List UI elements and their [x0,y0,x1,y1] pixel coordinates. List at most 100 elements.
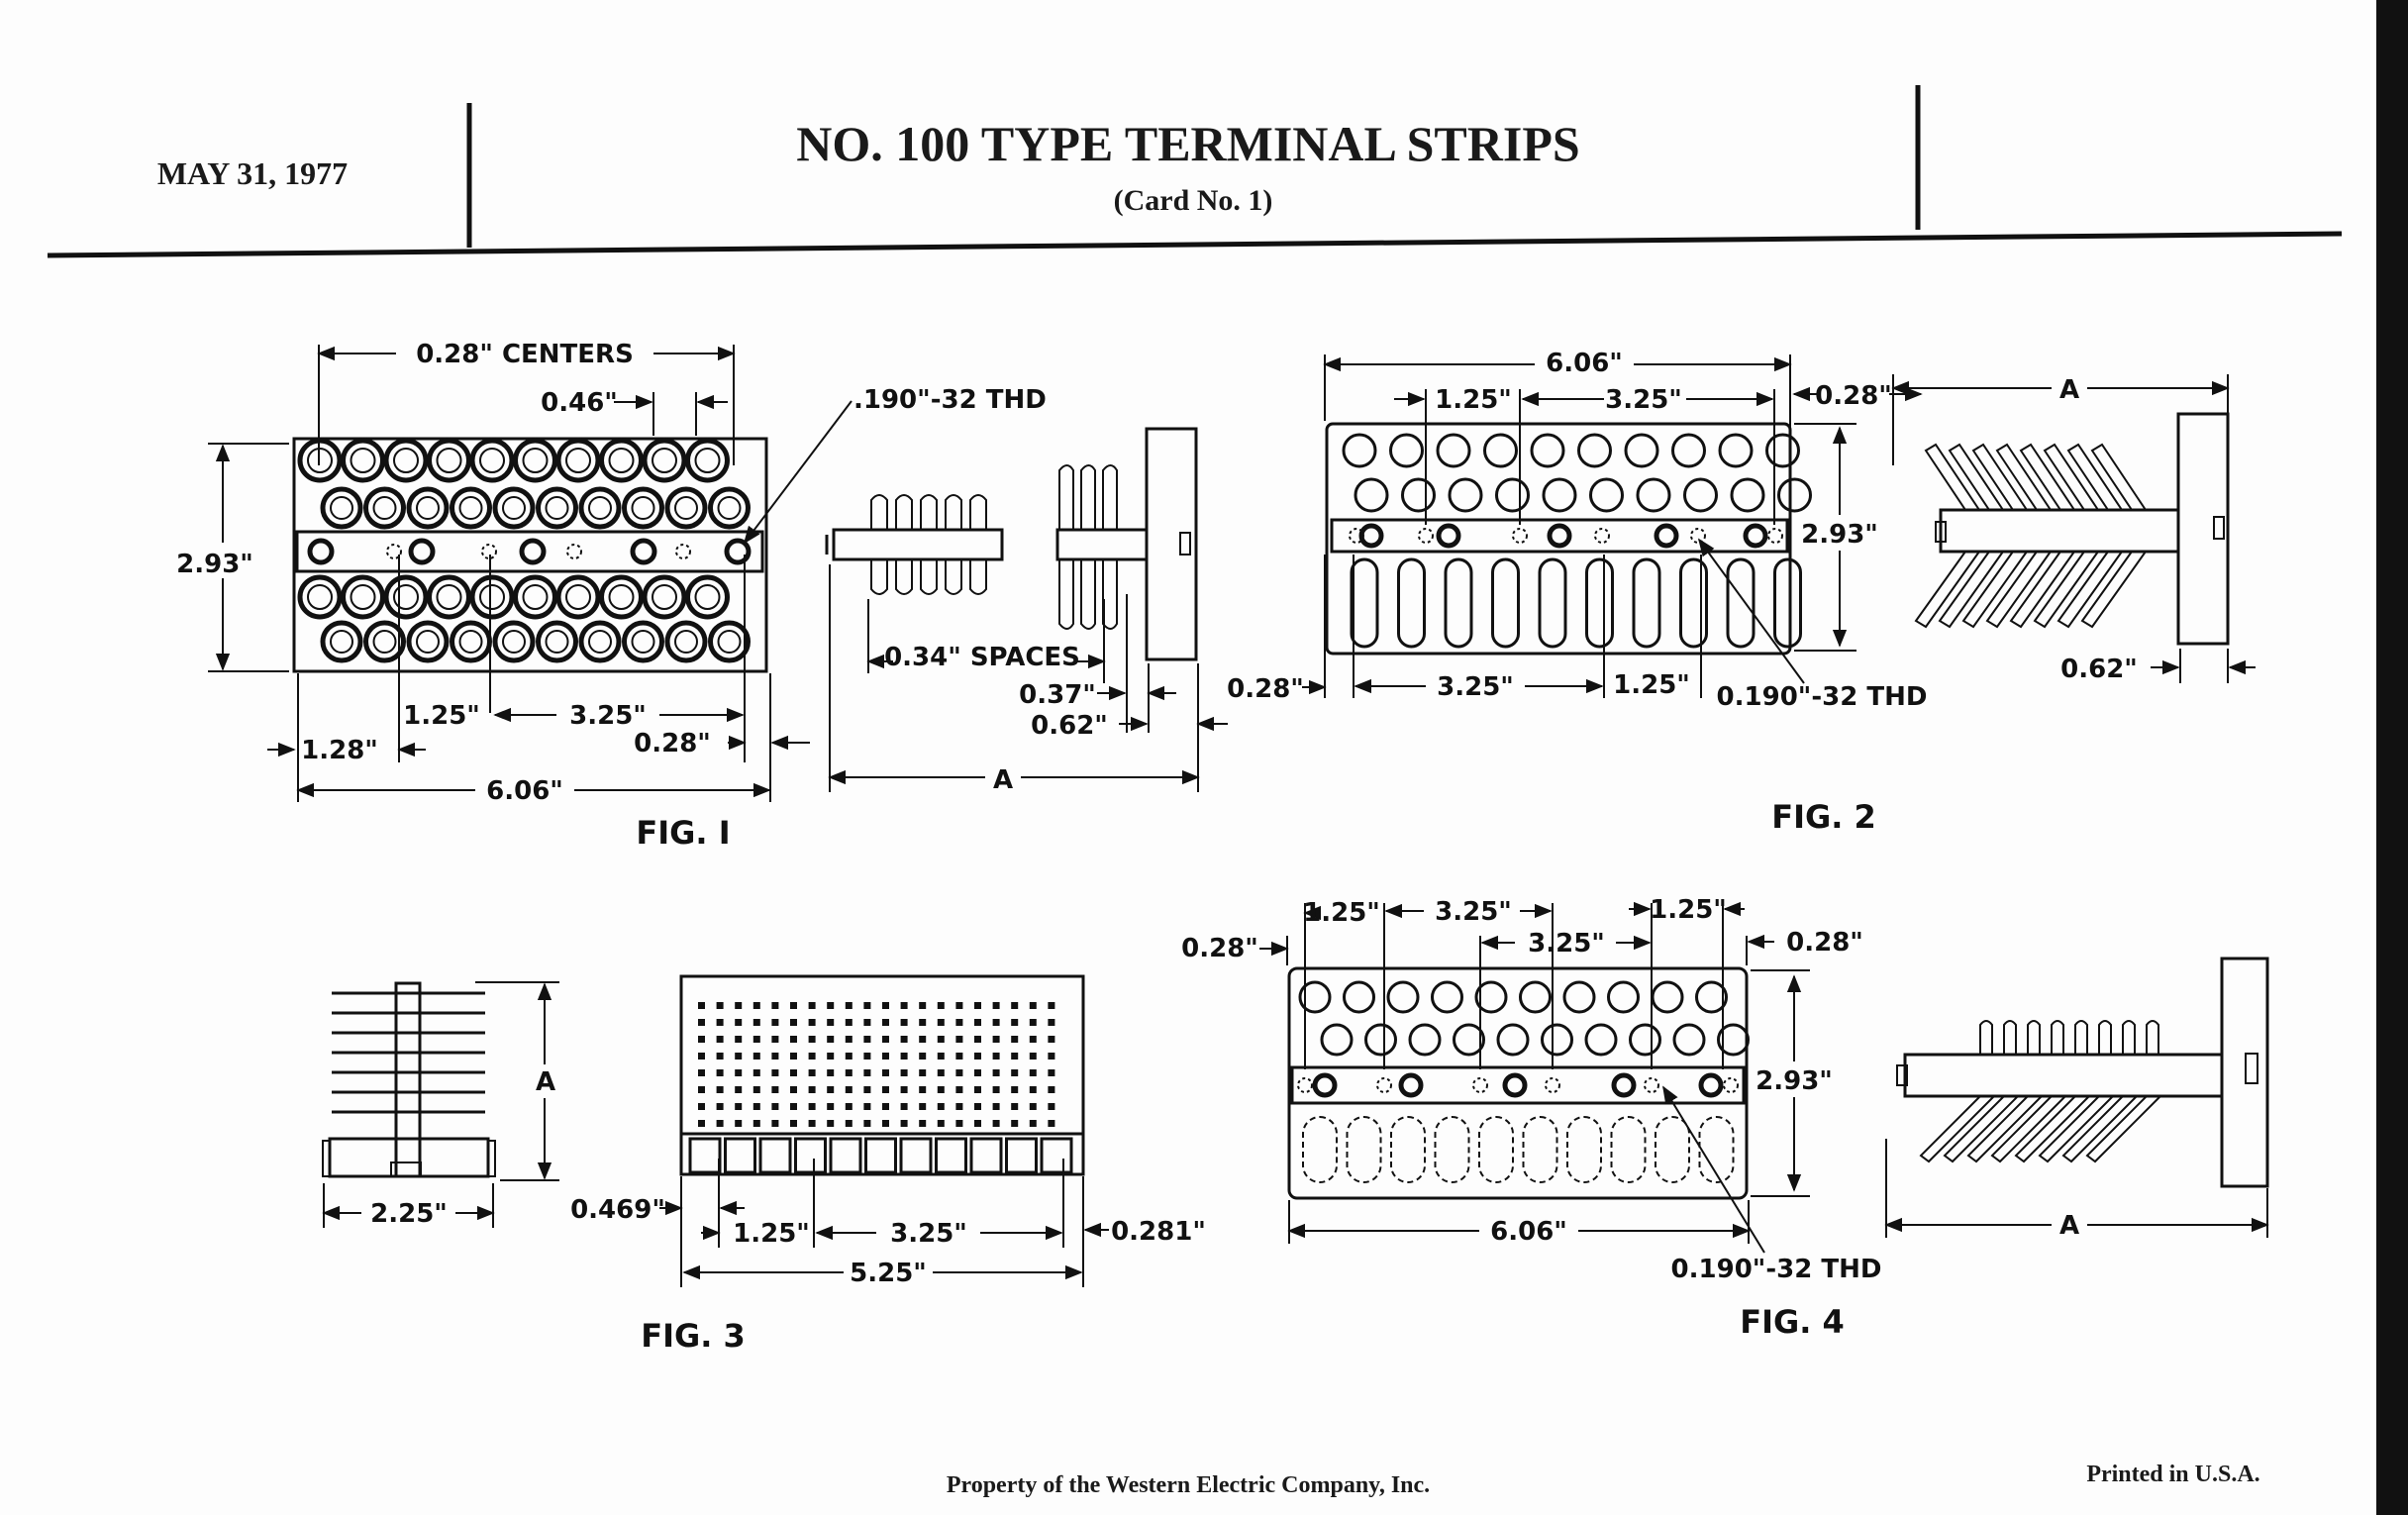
top-clip-ring [1483,433,1518,468]
pin-dot [955,1036,963,1043]
fig4-caption: FIG. 4 [1740,1303,1845,1341]
clip-ring-inner [307,584,333,610]
clip-ring [383,438,429,483]
top-clip-ring [1401,477,1436,513]
pin-dot [900,1103,908,1110]
pin-dot [1048,1103,1055,1110]
pin-dot [716,1036,724,1043]
pin-dot [1011,1019,1019,1026]
clip-ring [320,486,363,530]
fig1-mounting-bar [295,530,764,573]
pin-dot [900,1019,908,1026]
fig1-thd-leader [743,400,853,545]
clip-ring [685,574,730,620]
fig1-128-label: 1.28" [301,736,378,765]
fig2-height-label: 2.93" [1801,520,1878,550]
clip-ring [536,486,578,530]
fig1-label-bg [173,543,257,578]
terminal-block [829,1137,862,1174]
top-clip-ring [1354,477,1389,513]
bottom-slot [1585,557,1614,649]
top-hole [1474,980,1508,1014]
pin-dot [790,1103,797,1110]
fig2-screws [1349,523,1783,549]
pin-dot [992,1019,1000,1026]
clip-ring-inner [416,496,440,520]
pin-dot [845,1086,853,1093]
fig1-062-label: 0.62" [1031,711,1108,741]
card-date: MAY 31, 1977 [157,155,348,191]
pin-dot [698,1002,705,1009]
bottom-slot [1632,557,1661,649]
pin-dot [1029,1019,1037,1026]
pin-dot [771,1036,779,1043]
fig3-525-label: 5.25" [850,1259,927,1288]
top-clip-ring [1577,433,1612,468]
pin-dot [808,1053,816,1060]
clip-ring [708,620,751,663]
clip-ring-inner [502,496,526,520]
fig3-label-bg [844,1256,933,1289]
side-clip [2122,1020,2136,1055]
pin-dot [1029,1069,1037,1076]
fig4-label-bg [1753,1061,1837,1097]
pin-dot [1048,1019,1055,1026]
clip-ring [642,438,687,483]
side-clip [1080,464,1096,630]
top-clip-ring [1542,477,1577,513]
fig4-thd-leader [1662,1085,1765,1254]
side-clip [2146,1020,2159,1055]
fig1-046-label: 0.46" [541,388,618,418]
clip-ring [341,574,385,620]
fig3-0281-label: 0.281" [1111,1217,1206,1247]
fig2-caption: FIG. 2 [1771,798,1876,836]
fig3-end-view-pins [332,991,485,1114]
bottom-slot [1491,557,1520,649]
pin-dot [1011,1103,1019,1110]
fig3-strip-outline [679,974,1085,1176]
clip-ring [555,438,601,483]
pin-dot [698,1086,705,1093]
side-clip [1102,464,1118,630]
clip-ring-inner [674,630,698,654]
pin-dot [937,1086,945,1093]
bottom-slot [1726,557,1756,649]
clip-ring-inner [436,584,462,610]
top-hole [1431,980,1463,1014]
terminal-block [758,1137,792,1174]
clip-ring-inner [694,448,721,473]
pin-dot [698,1019,705,1026]
pin-dot [790,1019,797,1026]
pin-dot [1011,1053,1019,1060]
pin-dot [698,1053,705,1060]
top-hole [1695,980,1728,1014]
pin-dot [698,1036,705,1043]
pin-dot [992,1103,1000,1110]
pin-dot [900,1120,908,1127]
pin-dot [974,1086,981,1093]
side-clip [870,494,888,595]
side-clip [2033,443,2099,629]
card-title: NO. 100 TYPE TERMINAL STRIPS [796,116,1579,171]
pin-dot [937,1120,945,1127]
pin-dot [790,1036,797,1043]
pin-dot [790,1069,797,1076]
pin-dot [790,1120,797,1127]
fig2-325-label: 3.25" [1605,385,1682,415]
fig2-mounting-bar [1330,518,1789,554]
screw-head [1611,1072,1637,1098]
pin-dot [882,1069,889,1076]
side-clip [1961,443,2028,629]
clip-ring [492,620,536,663]
pin-dot [900,1053,908,1060]
fig1-strip-outline [292,437,768,673]
pin-dot [752,1120,760,1127]
clip-ring-inner [350,584,376,610]
clip-ring-inner [588,496,612,520]
top-hole [1453,1023,1485,1057]
pin-dot [827,1002,835,1009]
bottom-slot [1346,1116,1382,1183]
top-hole [1607,980,1640,1014]
clip-ring [341,438,385,483]
terminal-block [899,1137,933,1174]
